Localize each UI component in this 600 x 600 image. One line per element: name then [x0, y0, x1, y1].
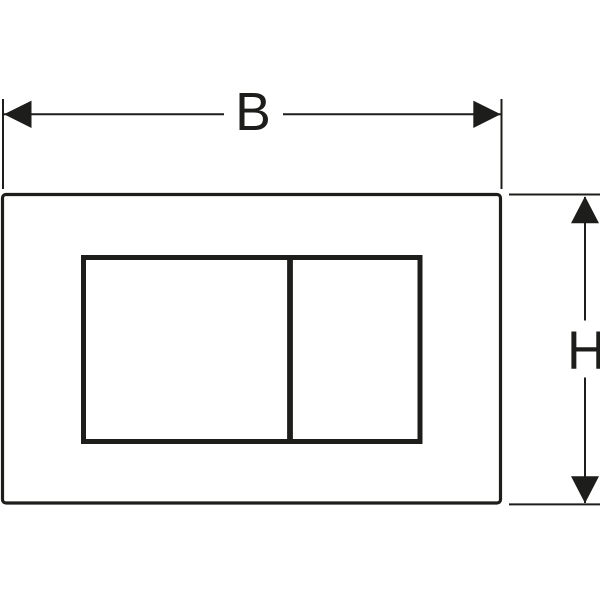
- svg-text:B: B: [235, 83, 271, 142]
- svg-text:H: H: [567, 322, 600, 381]
